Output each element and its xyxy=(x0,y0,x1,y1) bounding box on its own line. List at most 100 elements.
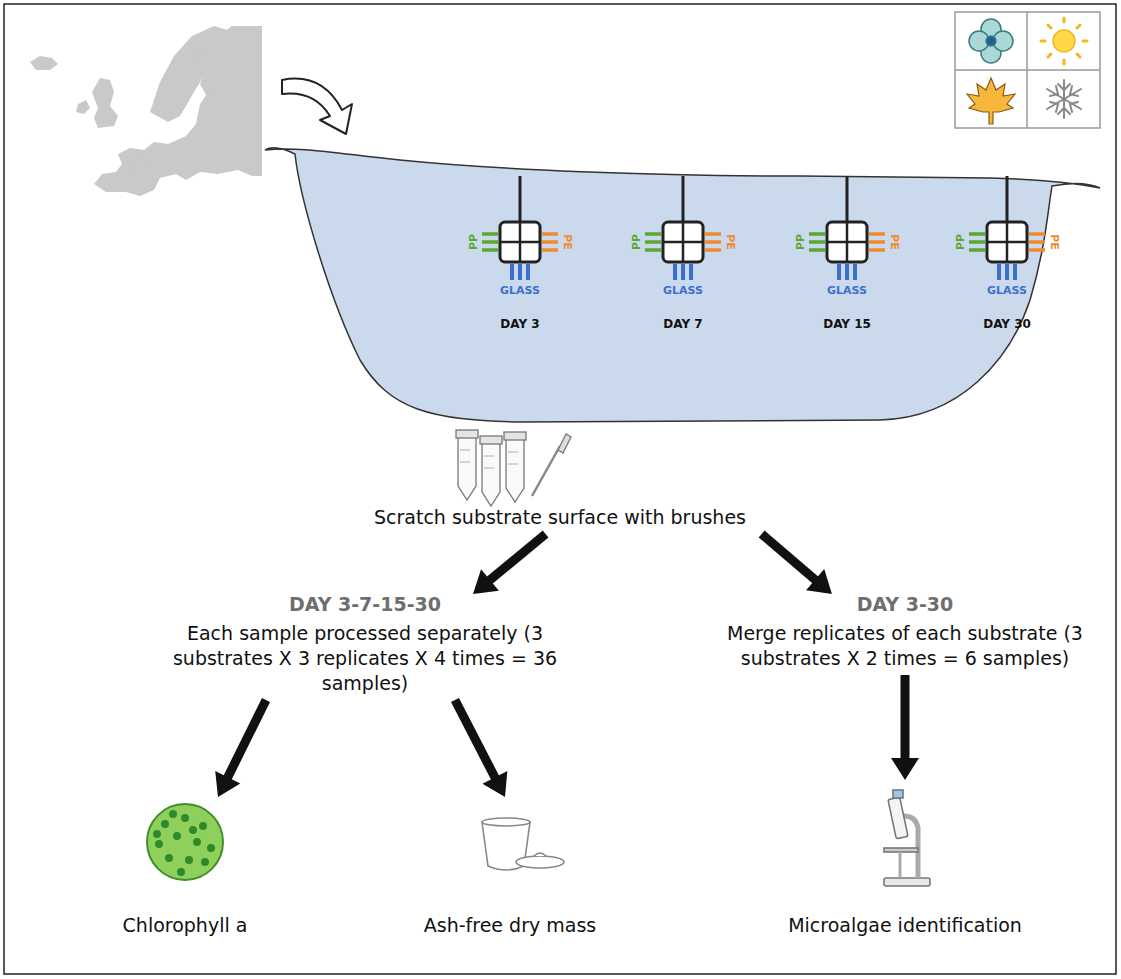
flow-arrow xyxy=(762,534,832,594)
node-text: Chlorophyll a xyxy=(75,913,295,938)
step-text: Scratch substrate surface with brushes xyxy=(320,505,800,530)
node-text: Each sample processed separately (3 subs… xyxy=(140,621,590,696)
curved-arrow xyxy=(282,79,352,134)
substrate-label: PE xyxy=(889,234,900,250)
pp-strip xyxy=(809,232,825,236)
substrate-label: GLASS xyxy=(827,285,867,296)
pe-strip xyxy=(1029,248,1045,252)
node-text: Ash-free dry mass xyxy=(385,913,635,938)
flow-arrow xyxy=(455,700,507,797)
day-label: DAY 30 xyxy=(983,318,1031,330)
holder-frame xyxy=(987,222,1027,262)
pe-strip xyxy=(1029,232,1045,236)
europe-map xyxy=(30,26,262,196)
pe-strip xyxy=(869,248,885,252)
day-label: DAY 7 xyxy=(663,318,702,330)
pe-strip xyxy=(542,248,558,252)
substrate-label: PE xyxy=(562,234,573,250)
glass-strip xyxy=(1005,264,1009,280)
chlorophyll-icon xyxy=(147,804,223,880)
substrate-holders xyxy=(482,176,1045,280)
arrow-shaft xyxy=(762,534,819,582)
pp-strip xyxy=(969,240,985,244)
flow-arrow xyxy=(891,675,919,780)
node-text: Microalgae identification xyxy=(755,913,1055,938)
holder-bar xyxy=(987,241,1027,244)
glass-strip xyxy=(526,264,530,280)
holder-frame xyxy=(663,222,703,262)
holder-bar xyxy=(827,241,867,244)
pe-strip xyxy=(542,240,558,244)
cell-dot xyxy=(161,820,169,828)
glass-strip xyxy=(673,264,677,280)
substrate-label: PP xyxy=(795,234,806,250)
pp-strip xyxy=(969,232,985,236)
pe-strip xyxy=(869,240,885,244)
pe-strip xyxy=(705,240,721,244)
substrate-label: PP xyxy=(631,234,642,250)
pp-strip xyxy=(482,240,498,244)
day-heading: DAY 3-7-15-30 xyxy=(140,592,590,617)
leaf-icon xyxy=(967,78,1015,124)
cell-dot xyxy=(181,814,189,822)
holder-rod xyxy=(519,176,522,221)
arrow-shaft xyxy=(487,534,546,583)
cell-dot xyxy=(155,840,163,848)
frame-border xyxy=(4,4,1116,974)
cell-dot xyxy=(153,830,161,838)
arrow-shaft xyxy=(901,675,910,762)
snowflake-icon xyxy=(1047,80,1081,118)
pp-strip xyxy=(969,248,985,252)
pp-strip xyxy=(645,232,661,236)
pp-strip xyxy=(809,240,825,244)
pe-strip xyxy=(542,232,558,236)
cell-dot xyxy=(189,826,197,834)
flow-arrow xyxy=(473,534,546,594)
holder-rod xyxy=(846,176,849,221)
cell-dot xyxy=(165,854,173,862)
glass-strip xyxy=(853,264,857,280)
arrow-shaft xyxy=(226,700,266,781)
cell-dot xyxy=(199,822,207,830)
holder-rod xyxy=(1006,176,1009,221)
substrate-label: PP xyxy=(468,234,479,250)
pe-strip xyxy=(705,248,721,252)
cell-dot xyxy=(193,838,201,846)
cell-dot xyxy=(207,844,215,852)
arrow-shaft xyxy=(455,700,497,781)
pe-strip xyxy=(1029,240,1045,244)
substrate-label: PE xyxy=(725,234,736,250)
glass-strip xyxy=(510,264,514,280)
holder-frame xyxy=(500,222,540,262)
output-item: Ash-free dry mass xyxy=(385,795,635,938)
output-item: Chlorophyll a xyxy=(75,795,295,938)
cell-dot xyxy=(201,858,209,866)
sample-tubes xyxy=(456,430,571,506)
glass-strip xyxy=(837,264,841,280)
glass-strip xyxy=(997,264,1001,280)
cell-dot xyxy=(169,810,177,818)
substrate-label: GLASS xyxy=(500,285,540,296)
holder-rod xyxy=(682,176,685,221)
flow-arrow xyxy=(215,700,266,797)
node-text: Merge replicates of each substrate (3 su… xyxy=(690,621,1120,671)
output-item: Microalgae identification xyxy=(755,778,1055,938)
cell-dot xyxy=(185,856,193,864)
glass-strip xyxy=(845,264,849,280)
pe-strip xyxy=(705,232,721,236)
flower-icon xyxy=(969,19,1013,63)
substrate-label: GLASS xyxy=(663,285,703,296)
substrate-label: PP xyxy=(955,234,966,250)
glass-strip xyxy=(681,264,685,280)
glass-strip xyxy=(1013,264,1017,280)
cell-dot xyxy=(173,832,181,840)
pp-strip xyxy=(645,248,661,252)
branch-block: DAY 3-30Merge replicates of each substra… xyxy=(690,592,1120,671)
node-text: Scratch substrate surface with brushes xyxy=(320,505,800,530)
holder-bar xyxy=(663,241,703,244)
day-label: DAY 3 xyxy=(500,318,539,330)
substrate-label: PE xyxy=(1049,234,1060,250)
substrate-label: GLASS xyxy=(987,285,1027,296)
